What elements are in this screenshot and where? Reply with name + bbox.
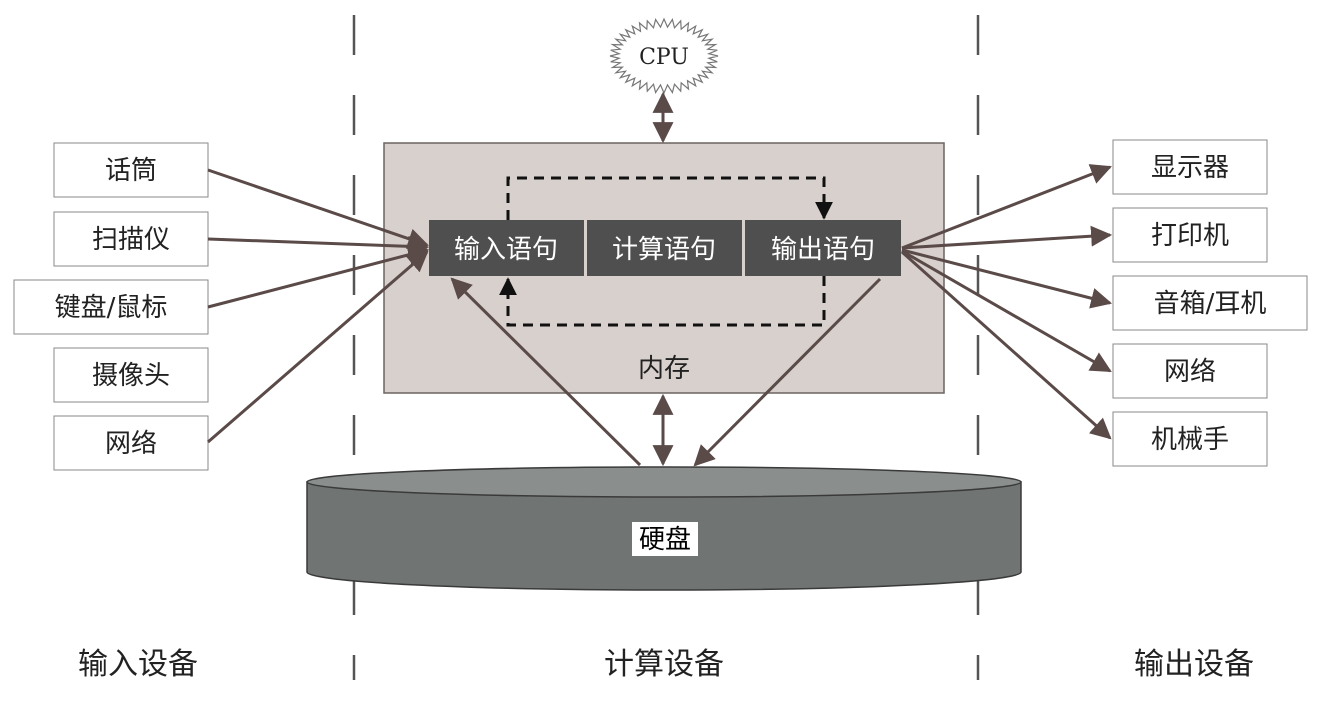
compute-statement-box [587,220,742,276]
hard-disk: 硬盘 [306,466,1022,591]
section-labels: 输入设备 计算设备 输出设备 [78,647,1254,682]
input-section-label: 输入设备 [78,647,198,682]
output-device-box [1112,275,1308,331]
output-arrow [901,225,1113,250]
section-dividers [352,15,980,680]
output-device-box [1112,139,1268,195]
program-loop [499,176,833,327]
compute-statement-label: 计算语句 [612,235,716,265]
input-arrow [207,250,429,444]
compute-section-label: 计算设备 [604,647,724,682]
cpu-starburst [609,17,719,95]
input-device-label: 网络 [105,429,157,459]
statement-boxes: 输入语句 计算语句 输出语句 [429,220,901,276]
output-arrow [901,164,1112,250]
input-device-box [53,415,209,471]
input-arrow [207,235,430,257]
cpu-label: CPU [639,45,689,70]
input-arrow [207,168,429,249]
input-device-box [53,347,209,403]
input-device-box [53,142,209,198]
input-arrows [207,168,430,444]
input-device-label: 话筒 [105,156,157,186]
input-device-label: 摄像头 [92,361,170,391]
input-statement-label: 输入语句 [454,235,558,265]
output-device-label: 网络 [1164,357,1216,387]
output-arrows [901,164,1113,440]
cpu-node: CPU [609,17,719,95]
output-device-label: 机械手 [1151,425,1229,455]
output-device-label: 显示器 [1151,153,1229,183]
input-devices: 话筒 扫描仪 键盘/鼠标 摄像头 网络 [13,142,209,471]
input-arrow [207,244,430,309]
output-arrow [901,250,1112,440]
input-statement-box [429,220,584,276]
output-devices: 显示器 打印机 音箱/耳机 网络 机械手 [1112,139,1308,467]
output-device-label: 打印机 [1151,221,1229,251]
output-arrow [901,248,1113,309]
disk-label: 硬盘 [639,525,691,555]
input-device-label: 键盘/鼠标 [55,293,168,323]
output-device-box [1112,343,1268,399]
output-device-box [1112,411,1268,467]
output-statement-box [745,220,901,276]
output-section-label: 输出设备 [1134,647,1254,682]
disk-to-input-arrow [450,277,642,467]
output-device-label: 音箱/耳机 [1154,289,1267,319]
output-statement-label: 输出语句 [771,235,875,265]
output-to-disk-arrow [693,277,882,467]
output-arrow [901,249,1112,373]
memory-label: 内存 [638,354,690,384]
output-device-box [1112,207,1268,263]
input-device-label: 扫描仪 [92,225,170,255]
